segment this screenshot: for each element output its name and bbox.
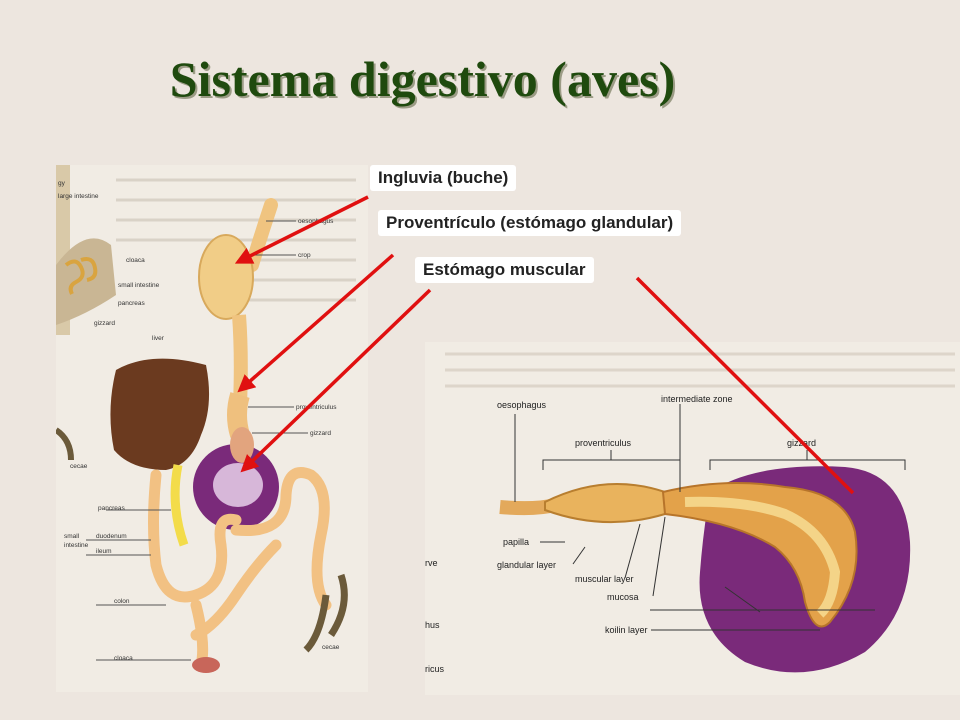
arrow-proventriculus [237, 253, 395, 393]
right-label-koilin-layer: koilin layer [605, 625, 648, 635]
right-label-mucosa: mucosa [607, 592, 639, 602]
left-label-cloaca-bottom: cloaca [114, 655, 133, 662]
digestive-tract-illustration: gy large intestine cloaca small intestin… [56, 165, 368, 692]
left-label-ileum: ileum [96, 548, 112, 555]
left-label-small-intestine: small intestine [118, 282, 160, 289]
arrow-gizzard-right [635, 276, 855, 495]
left-label-pancreas: pancreas [98, 505, 125, 512]
stomach-cross-section: oesophagus intermediate zone proventricu… [425, 342, 960, 695]
left-label-cloaca: cloaca [126, 257, 145, 264]
left-label-pancreas-top: pancreas [118, 300, 145, 307]
right-label-hus: hus [425, 620, 440, 630]
right-label-ricus: ricus [425, 664, 445, 674]
right-label-muscular-layer: muscular layer [575, 574, 634, 584]
right-label-papilla: papilla [503, 537, 529, 547]
left-label-cecae-right: cecae [322, 644, 340, 651]
right-label-intermediate-zone: intermediate zone [661, 394, 733, 404]
left-label-proventriculus: proventriculus [296, 404, 337, 411]
left-label-large-intestine: large intestine [58, 193, 99, 200]
arrow-crop [234, 195, 369, 264]
callout-gizzard: Estómago muscular [415, 257, 594, 283]
arrow-gizzard-left [240, 288, 432, 473]
left-label-colon: colon [114, 598, 130, 605]
callout-proventriculus: Proventrículo (estómago glandular) [378, 210, 682, 236]
callout-crop: Ingluvia (buche) [370, 165, 517, 191]
left-label-intestine: intestine [64, 542, 89, 549]
left-label-gy: gy [58, 180, 66, 187]
right-label-proventriculus: proventriculus [575, 438, 632, 448]
left-label-duodenum: duodenum [96, 533, 127, 540]
left-label-gizzard: gizzard [310, 430, 331, 437]
page-title: Sistema digestivo (aves) [169, 51, 676, 107]
left-label-liver: liver [152, 335, 165, 342]
left-label-cecae: cecae [70, 463, 88, 470]
left-label-small: small [64, 533, 80, 540]
right-label-oesophagus: oesophagus [497, 400, 547, 410]
right-label-glandular-layer: glandular layer [497, 560, 556, 570]
left-label-gizzard-top: gizzard [94, 320, 115, 327]
right-label-rve: rve [425, 558, 438, 568]
left-label-crop: crop [298, 252, 311, 259]
